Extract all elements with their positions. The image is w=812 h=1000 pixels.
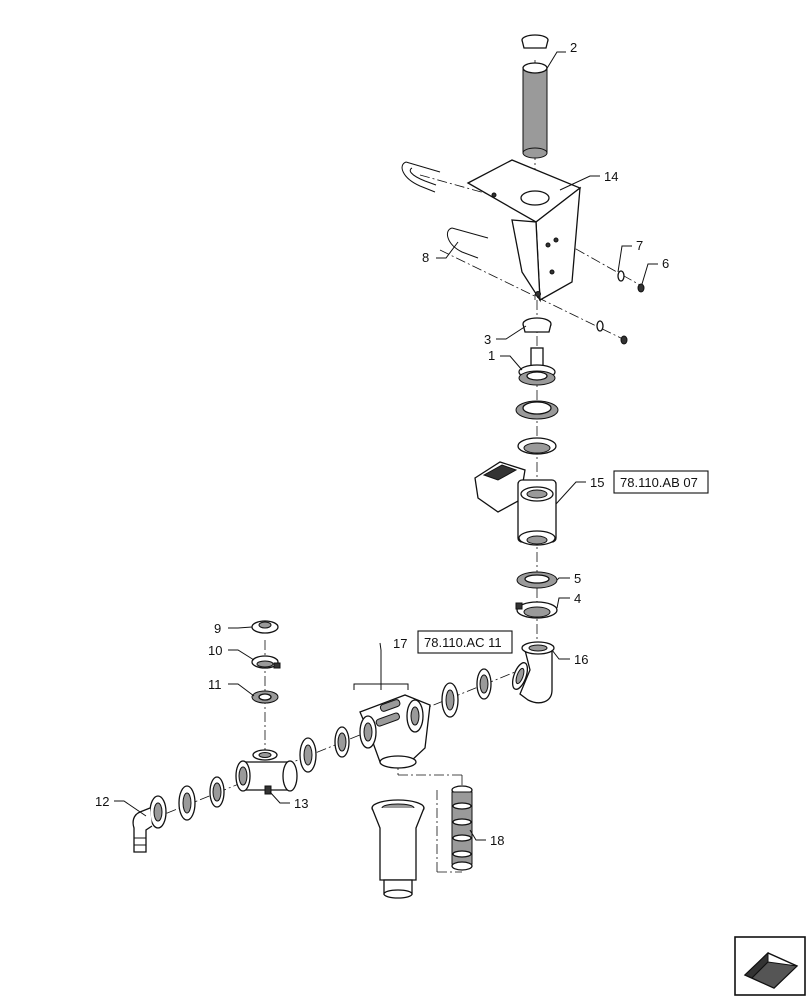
- callout-8: 8: [422, 250, 429, 265]
- callout-7: 7: [636, 238, 643, 253]
- callout-15: 15: [590, 475, 604, 490]
- reference-box-valve[interactable]: 78.110.AB 07: [613, 470, 709, 494]
- part-16-elbow: [511, 641, 555, 704]
- callout-9: 9: [214, 621, 221, 636]
- callout-17: 17: [393, 636, 407, 651]
- callout-3: 3: [484, 332, 491, 347]
- part-15-control-valve: [474, 461, 557, 546]
- part-14-mounting-bracket: [466, 159, 582, 303]
- part-18-filter-screen: [451, 785, 473, 871]
- callout-labels: 2 14 8 7 6 3 1 15 5 4 16 17 9 10 11 12 1…: [95, 40, 669, 848]
- callout-11: 11: [208, 677, 222, 692]
- callout-2: 2: [570, 40, 577, 55]
- part-5-seal: [516, 571, 558, 589]
- previous-page-arrow-icon[interactable]: [734, 936, 806, 996]
- callout-13: 13: [294, 796, 308, 811]
- callout-16: 16: [574, 652, 588, 667]
- callout-12: 12: [95, 794, 109, 809]
- valve-reference-text[interactable]: 78.110.AB 07: [620, 475, 698, 490]
- part-17-filter-head: [359, 694, 431, 769]
- part-10-clamp: [251, 655, 281, 669]
- line-clamps-and-seals: [178, 668, 492, 821]
- part-4-clamp: [515, 601, 558, 619]
- callout-10: 10: [208, 643, 222, 658]
- part-11-seal: [251, 690, 279, 704]
- callout-5: 5: [574, 571, 581, 586]
- filter-bowl: [371, 799, 425, 899]
- filter-reference-text[interactable]: 78.110.AC 11: [424, 635, 502, 650]
- callout-6: 6: [662, 256, 669, 271]
- callout-1: 1: [488, 348, 495, 363]
- valve-upper-clamps: [515, 400, 559, 455]
- part-1-hose-fitting: [518, 347, 556, 386]
- part-12-hose-barb-elbow: [132, 795, 167, 853]
- callout-14: 14: [604, 169, 618, 184]
- part-2-tube-with-cap: [521, 34, 549, 159]
- callout-4: 4: [574, 591, 581, 606]
- leader-lines: [114, 51, 658, 841]
- parts-6-7-washers-nuts: [596, 270, 645, 345]
- part-9-cap: [251, 620, 279, 634]
- callout-18: 18: [490, 833, 504, 848]
- part-13-tee-fitting: [235, 749, 298, 795]
- part-8-u-bolts: [401, 161, 489, 259]
- part-3-clip: [522, 317, 552, 333]
- reference-box-filter[interactable]: 78.110.AC 11: [417, 630, 513, 654]
